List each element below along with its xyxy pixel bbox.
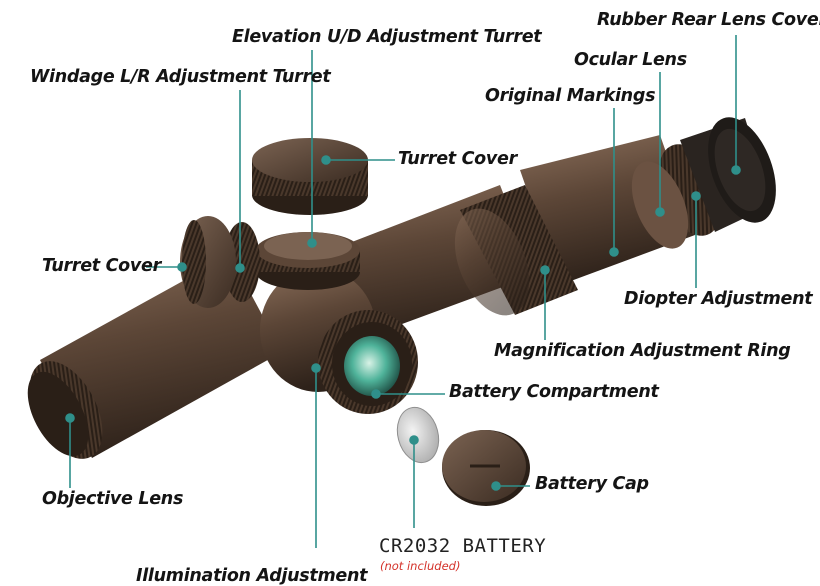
leader-battery-cap	[491, 481, 530, 491]
leader-turret-cover-left	[146, 262, 187, 272]
label-ocular-lens: Ocular Lens	[574, 50, 687, 70]
elevation-turret-shape	[256, 232, 360, 290]
label-turret-cover-left: Turret Cover	[42, 256, 161, 276]
leader-battery	[409, 435, 419, 528]
objective-bell	[27, 255, 282, 459]
leader-rubber-rear-cover	[731, 35, 741, 175]
leader-illumination	[311, 363, 321, 548]
leader-turret-cover-top	[321, 155, 395, 165]
illumination-turret-shape	[318, 310, 418, 414]
label-diopter-adjustment: Diopter Adjustment	[624, 289, 813, 309]
magnification-ring-shape	[454, 185, 578, 316]
leader-windage-turret	[235, 90, 245, 273]
rear-lens-cover-shape	[680, 117, 776, 232]
battery-note: (not included)	[380, 559, 461, 573]
leader-diopter	[691, 191, 701, 288]
label-elevation-turret: Elevation U/D Adjustment Turret	[232, 27, 542, 47]
label-objective-lens: Objective Lens	[42, 489, 184, 509]
turret-cover-top-shape	[252, 138, 368, 215]
leader-battery-compartment	[371, 389, 445, 399]
leader-elevation-turret	[307, 50, 317, 248]
label-turret-cover-top: Turret Cover	[398, 149, 517, 169]
label-rubber-rear-lens-cover: Rubber Rear Lens Cover	[597, 10, 820, 30]
label-battery-compartment: Battery Compartment	[449, 382, 659, 402]
windage-turret-shape	[180, 216, 260, 308]
label-battery-cap: Battery Cap	[535, 474, 649, 494]
scope-illustration	[27, 117, 776, 506]
label-original-markings: Original Markings	[485, 86, 656, 106]
label-windage-turret: Windage L/R Adjustment Turret	[30, 67, 331, 87]
battery-title: CR2032 BATTERY	[379, 535, 547, 557]
leader-magnification	[540, 265, 550, 340]
leader-original-markings	[609, 108, 619, 257]
label-illumination-adjustment: Illumination Adjustment	[136, 566, 368, 586]
label-magnification-ring: Magnification Adjustment Ring	[494, 341, 791, 361]
battery-coin-shape	[396, 406, 440, 464]
battery-cap-shape	[442, 430, 530, 506]
leader-lines	[65, 35, 741, 548]
leader-ocular-lens	[655, 72, 665, 217]
leader-objective-lens	[65, 413, 75, 488]
